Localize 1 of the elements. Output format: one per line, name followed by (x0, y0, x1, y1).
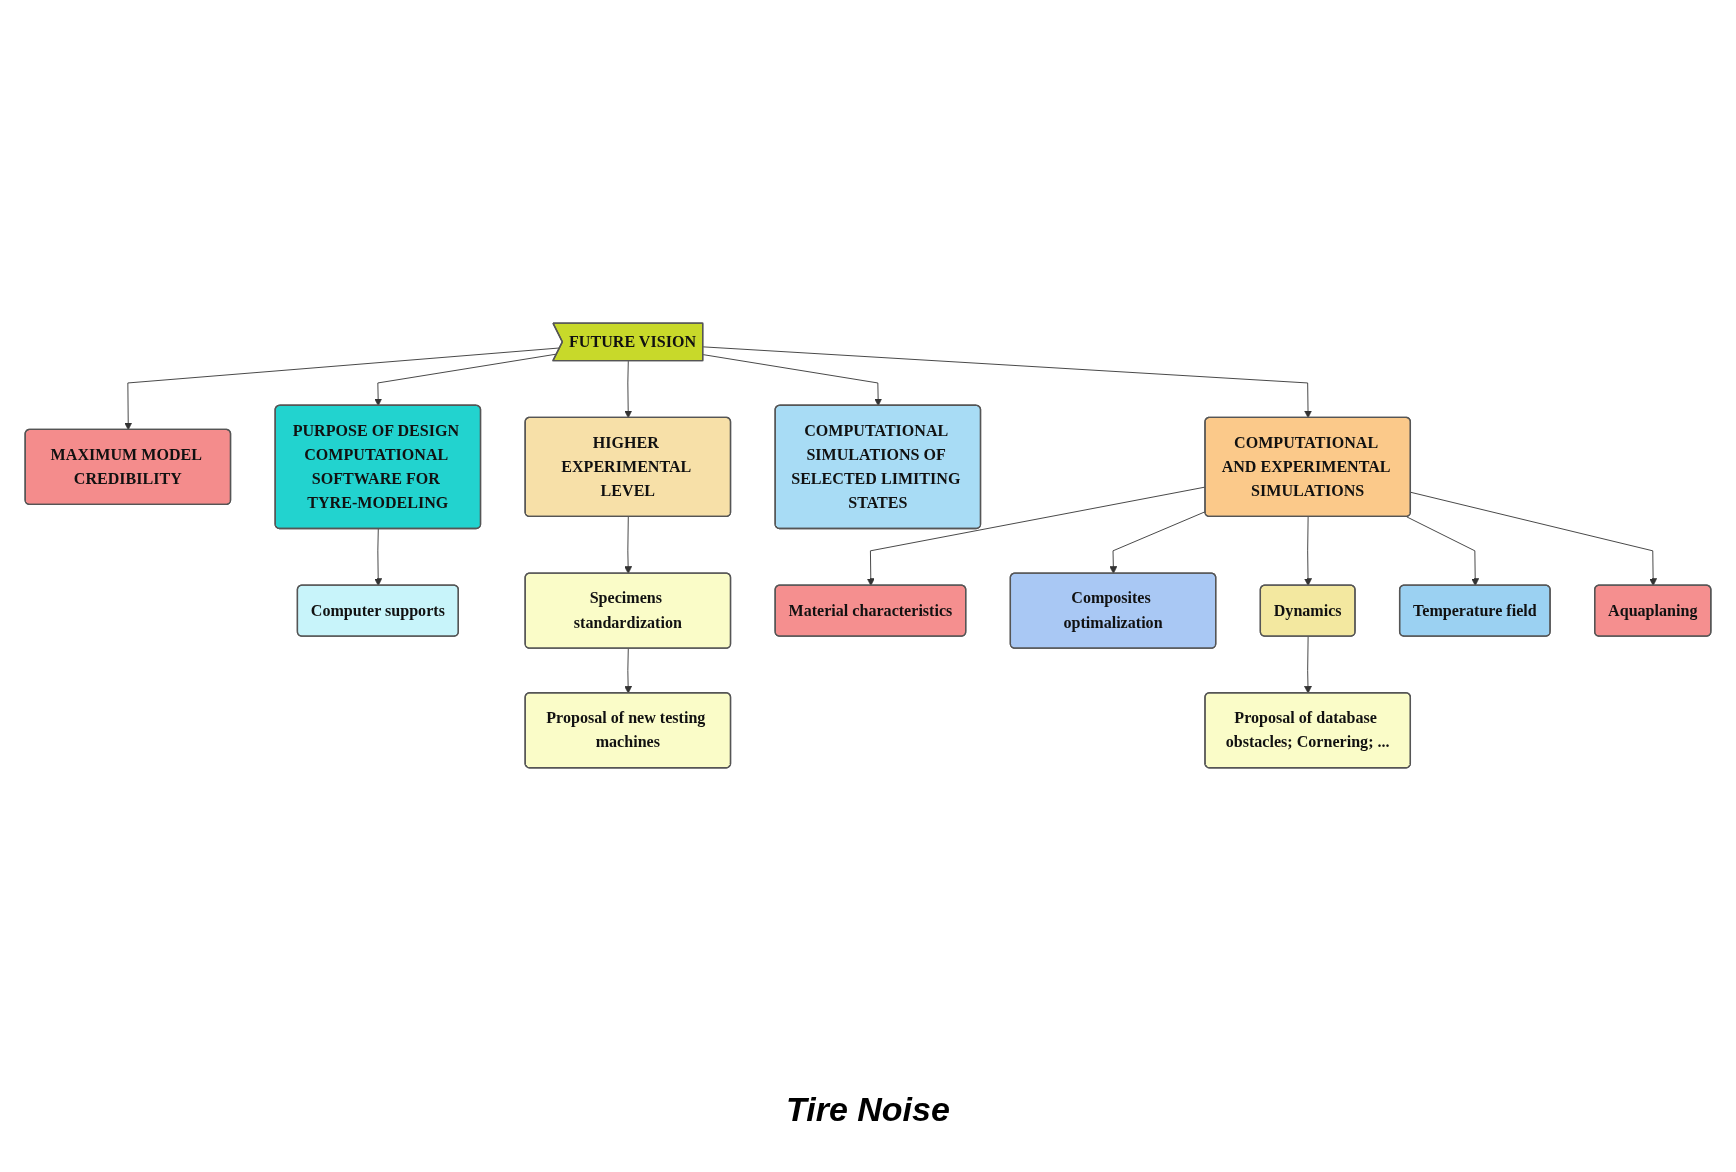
curve-label: Tire Noise (786, 1090, 950, 1129)
